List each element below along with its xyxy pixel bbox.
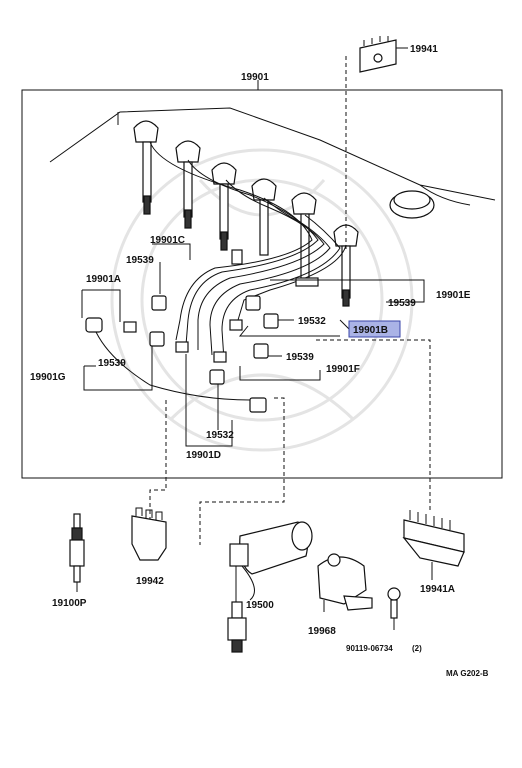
holder-19942 [131,507,167,561]
leader-lines [81,47,425,447]
label-19942: 19942 [136,576,164,587]
part-labels: 19941 19901 19901C 19539 19901A 19901E 1… [30,44,489,678]
holder-19941 [359,36,397,73]
clips-and-connectors [85,249,319,413]
label-19100p: 19100P [52,598,87,609]
label-19901d: 19901D [186,450,221,461]
label-19901: 19901 [241,72,269,83]
label-19941: 19941 [410,44,438,55]
label-19539-right: 19539 [388,298,416,309]
spark-plug-19100p [69,513,85,592]
assembly-frame [21,89,503,479]
label-19500: 19500 [246,600,274,611]
plug-wire-set [133,120,359,361]
label-19901g: 19901G [30,372,66,383]
ignition-coil-19500 [227,521,313,653]
bolt-90119 [387,587,401,630]
highlight-19901b [348,320,401,338]
label-19968: 19968 [308,626,336,637]
label-19532-bottom: 19532 [206,430,234,441]
label-19941a: 19941A [420,584,455,595]
bracket-19968 [317,553,373,612]
label-19901b: 19901B [353,325,388,336]
label-19901f: 19901F [326,364,360,375]
label-19539-mid: 19539 [286,352,314,363]
label-90119-qty: (2) [412,644,422,653]
label-19539-top: 19539 [126,255,154,266]
label-19539-left: 19539 [98,358,126,369]
label-19901c: 19901C [150,235,185,246]
holder-19941a [402,510,465,580]
label-90119: 90119-06734 [346,644,393,653]
footer-code: MA G202-B [446,669,489,678]
engine-outline [49,107,496,219]
dashed-guides [149,56,431,545]
label-19901e: 19901E [436,290,471,301]
label-19901a: 19901A [86,274,121,285]
label-19532-right: 19532 [298,316,326,327]
